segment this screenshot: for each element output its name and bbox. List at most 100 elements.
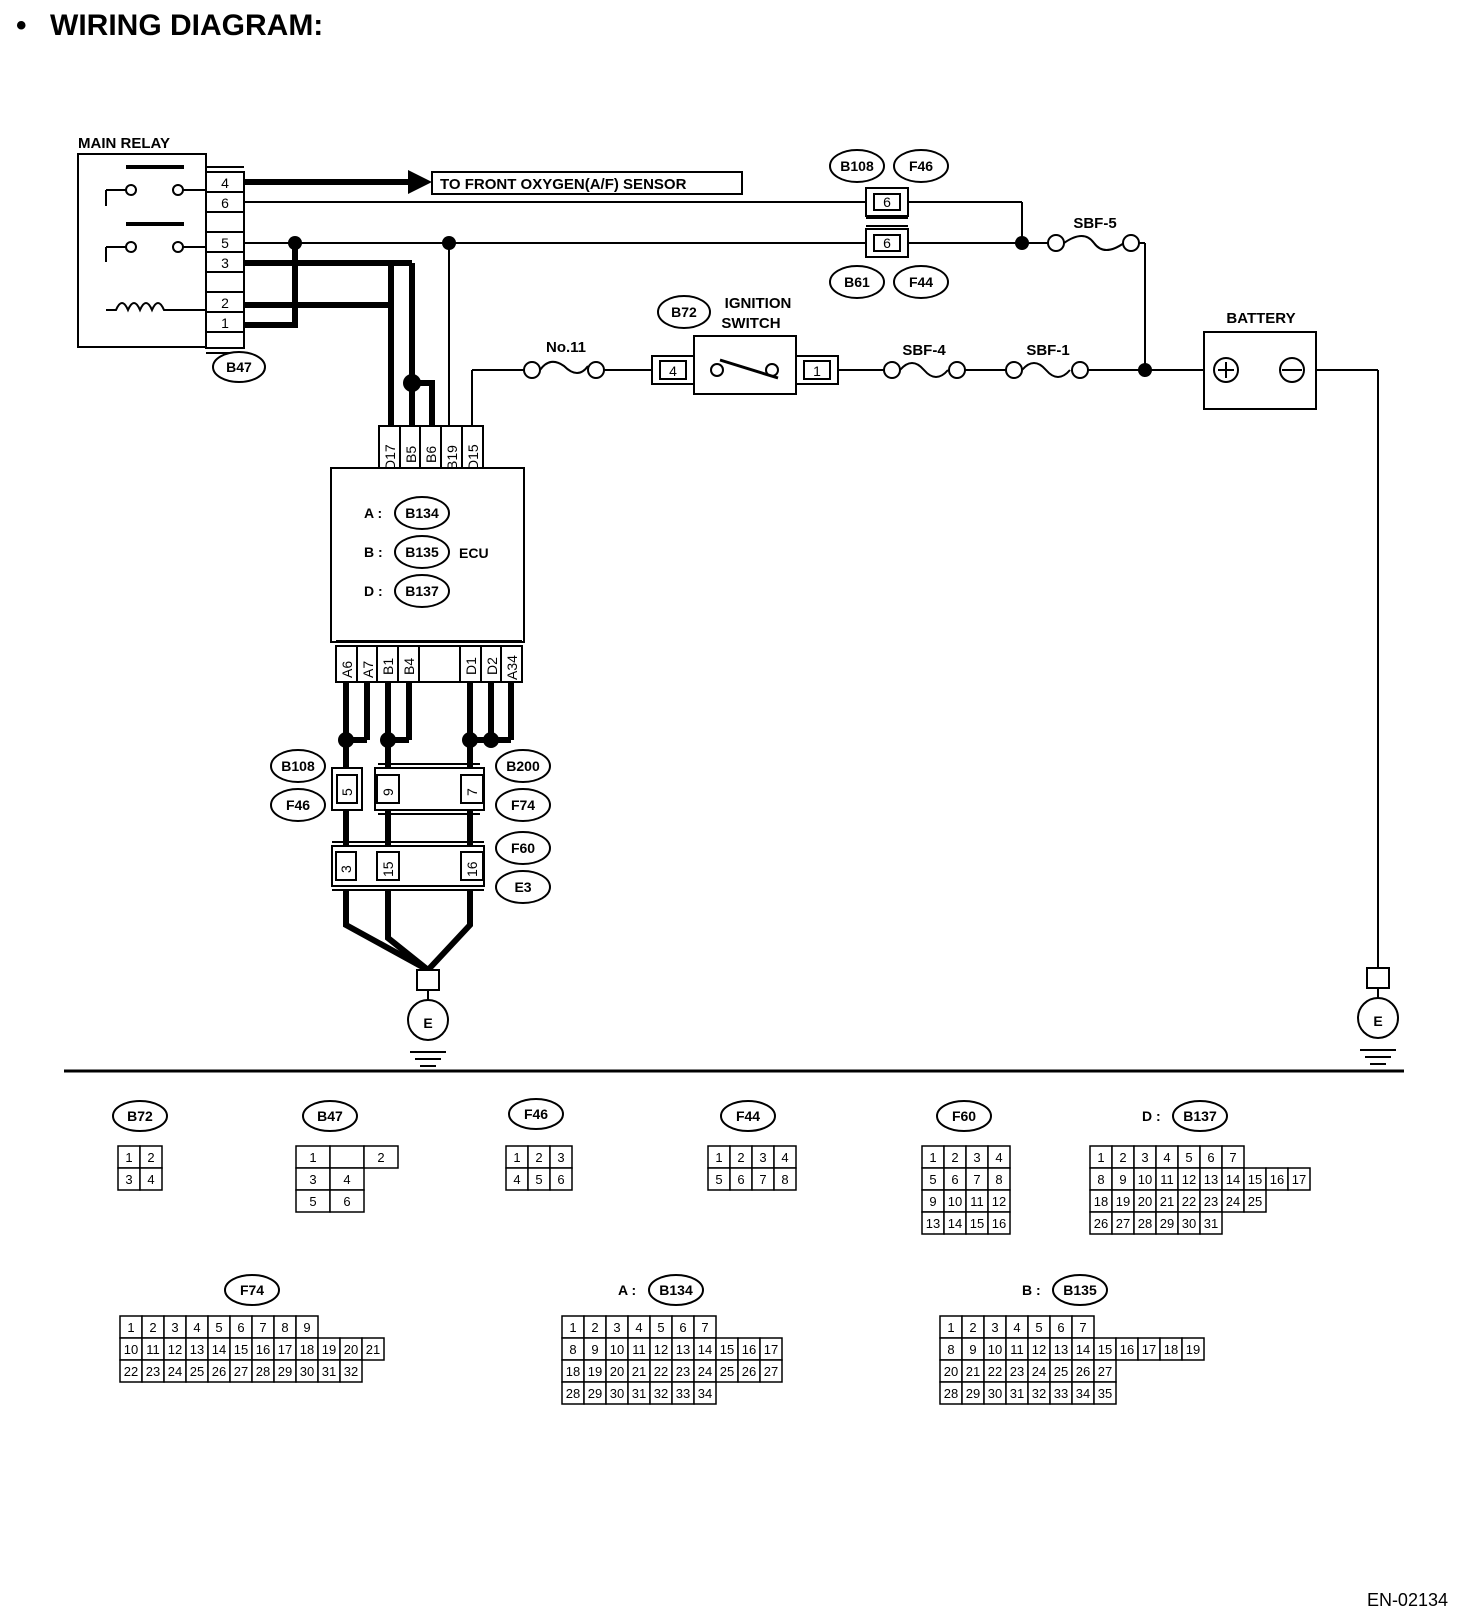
relay-pin-6: 6 bbox=[221, 195, 229, 211]
svg-text:B137: B137 bbox=[405, 583, 439, 599]
connector-pin-number: 7 bbox=[1079, 1320, 1086, 1335]
connector-pin-cell bbox=[1181, 1337, 1205, 1361]
connector-view-label: B135 bbox=[1063, 1282, 1097, 1298]
connector-pin-number: 13 bbox=[1204, 1172, 1218, 1187]
connector-pin-number: 26 bbox=[742, 1364, 756, 1379]
connector-pin-number: 28 bbox=[1138, 1216, 1152, 1231]
relay-pin-5: 5 bbox=[221, 235, 229, 251]
connector-pin-number: 22 bbox=[988, 1364, 1002, 1379]
connector-pin-number: 2 bbox=[149, 1320, 156, 1335]
svg-text:SWITCH: SWITCH bbox=[721, 315, 780, 332]
page-title: WIRING DIAGRAM: bbox=[50, 9, 323, 42]
connector-pin-number: 6 bbox=[679, 1320, 686, 1335]
connector-pin-cell bbox=[329, 1189, 365, 1213]
svg-text:7: 7 bbox=[464, 788, 480, 796]
connector-pin-number: 3 bbox=[991, 1320, 998, 1335]
connector-pin-number: 4 bbox=[343, 1172, 350, 1187]
relay-pin-2: 2 bbox=[221, 295, 229, 311]
connector-view-label: B137 bbox=[1183, 1108, 1217, 1124]
connector-view-label: F46 bbox=[524, 1106, 548, 1122]
connector-pin-number: 2 bbox=[147, 1150, 154, 1165]
connector-pin-number: 2 bbox=[737, 1150, 744, 1165]
connector-pin-number: 9 bbox=[929, 1194, 936, 1209]
svg-text:SBF-5: SBF-5 bbox=[1073, 215, 1116, 232]
lower-joint-row1: 5 9 7 bbox=[331, 763, 485, 815]
connector-pin-number: 32 bbox=[344, 1364, 358, 1379]
connector-pin-number: 20 bbox=[610, 1364, 624, 1379]
svg-text:SBF-4: SBF-4 bbox=[902, 342, 946, 359]
connector-pin-number: 2 bbox=[535, 1150, 542, 1165]
connector-pin-number: 21 bbox=[966, 1364, 980, 1379]
connector-pin-cell bbox=[1243, 1189, 1267, 1213]
connector-pin-number: 13 bbox=[190, 1342, 204, 1357]
connector-pin-number: 10 bbox=[610, 1342, 624, 1357]
connector-pin-number: 31 bbox=[322, 1364, 336, 1379]
svg-text:A34: A34 bbox=[504, 655, 520, 680]
connector-pin-number: 16 bbox=[1120, 1342, 1134, 1357]
connector-pin-number: 16 bbox=[992, 1216, 1006, 1231]
connector-pin-number: 17 bbox=[1292, 1172, 1306, 1187]
connector-pin-number: 24 bbox=[698, 1364, 712, 1379]
connector-pin-number: 9 bbox=[303, 1320, 310, 1335]
connector-pin-number: 8 bbox=[781, 1172, 788, 1187]
connector-pin-number: 14 bbox=[1226, 1172, 1240, 1187]
connector-pin-number: 12 bbox=[168, 1342, 182, 1357]
connector-pin-number: 21 bbox=[632, 1364, 646, 1379]
connector-pin-number: 34 bbox=[698, 1386, 712, 1401]
connector-pin-number: 28 bbox=[566, 1386, 580, 1401]
connector-pin-number: 2 bbox=[591, 1320, 598, 1335]
connector-pin-number: 27 bbox=[1098, 1364, 1112, 1379]
connector-pin-number: 15 bbox=[970, 1216, 984, 1231]
ecu-label: ECU bbox=[459, 545, 489, 561]
connector-pin-number: 12 bbox=[992, 1194, 1006, 1209]
ecu-top-connector: D17 B5 B6 B19 D15 bbox=[378, 425, 484, 479]
connector-pin-number: 25 bbox=[1054, 1364, 1068, 1379]
connector-pin-number: 30 bbox=[1182, 1216, 1196, 1231]
connector-pin-number: 5 bbox=[715, 1172, 722, 1187]
connector-pin-number: 1 bbox=[127, 1320, 134, 1335]
main-relay-internals bbox=[105, 165, 206, 313]
connector-pin-number: 17 bbox=[764, 1342, 778, 1357]
connector-pin-number: 19 bbox=[1116, 1194, 1130, 1209]
fuse-sbf1: SBF-1 bbox=[1005, 342, 1089, 379]
connector-pin-cell bbox=[139, 1167, 163, 1191]
title-bullet: • bbox=[16, 9, 27, 42]
ignition-switch: 4 1 IGNITION SWITCH bbox=[651, 295, 839, 395]
connector-pin-number: 9 bbox=[1119, 1172, 1126, 1187]
connector-tag-f46-lower: F46 bbox=[270, 788, 326, 822]
connector-pin-number: 29 bbox=[1160, 1216, 1174, 1231]
connector-pin-number: 18 bbox=[1164, 1342, 1178, 1357]
connector-pin-number: 9 bbox=[969, 1342, 976, 1357]
ground-left: E bbox=[343, 890, 473, 1067]
connector-pin-number: 19 bbox=[322, 1342, 336, 1357]
junction-dot bbox=[1015, 236, 1029, 250]
connector-pin-number: 7 bbox=[259, 1320, 266, 1335]
connector-view-prefix: D : bbox=[1142, 1108, 1161, 1124]
connector-pin-number: 13 bbox=[926, 1216, 940, 1231]
connector-pin-cell bbox=[693, 1381, 717, 1405]
svg-text:F74: F74 bbox=[511, 797, 535, 813]
svg-text:B19: B19 bbox=[444, 445, 460, 470]
connector-pin-number: 11 bbox=[1010, 1342, 1024, 1357]
connector-pin-number: 6 bbox=[737, 1172, 744, 1187]
connector-pin-number: 25 bbox=[190, 1364, 204, 1379]
connector-pin-number: 12 bbox=[1182, 1172, 1196, 1187]
svg-text:B4: B4 bbox=[401, 658, 417, 675]
svg-text:B1: B1 bbox=[380, 658, 396, 675]
connector-pin-number: 7 bbox=[701, 1320, 708, 1335]
connector-pin-number: 3 bbox=[171, 1320, 178, 1335]
connector-pin-number: 15 bbox=[234, 1342, 248, 1357]
connector-pin-number: 12 bbox=[1032, 1342, 1046, 1357]
svg-text:6: 6 bbox=[883, 235, 891, 251]
connector-pin-number: 30 bbox=[300, 1364, 314, 1379]
svg-text:A :: A : bbox=[364, 505, 382, 521]
junction-dot bbox=[403, 374, 421, 392]
connector-pin-number: 8 bbox=[1097, 1172, 1104, 1187]
connector-pin-number: 24 bbox=[1226, 1194, 1240, 1209]
connector-pin-cell bbox=[329, 1145, 365, 1169]
connector-pin-number: 1 bbox=[929, 1150, 936, 1165]
